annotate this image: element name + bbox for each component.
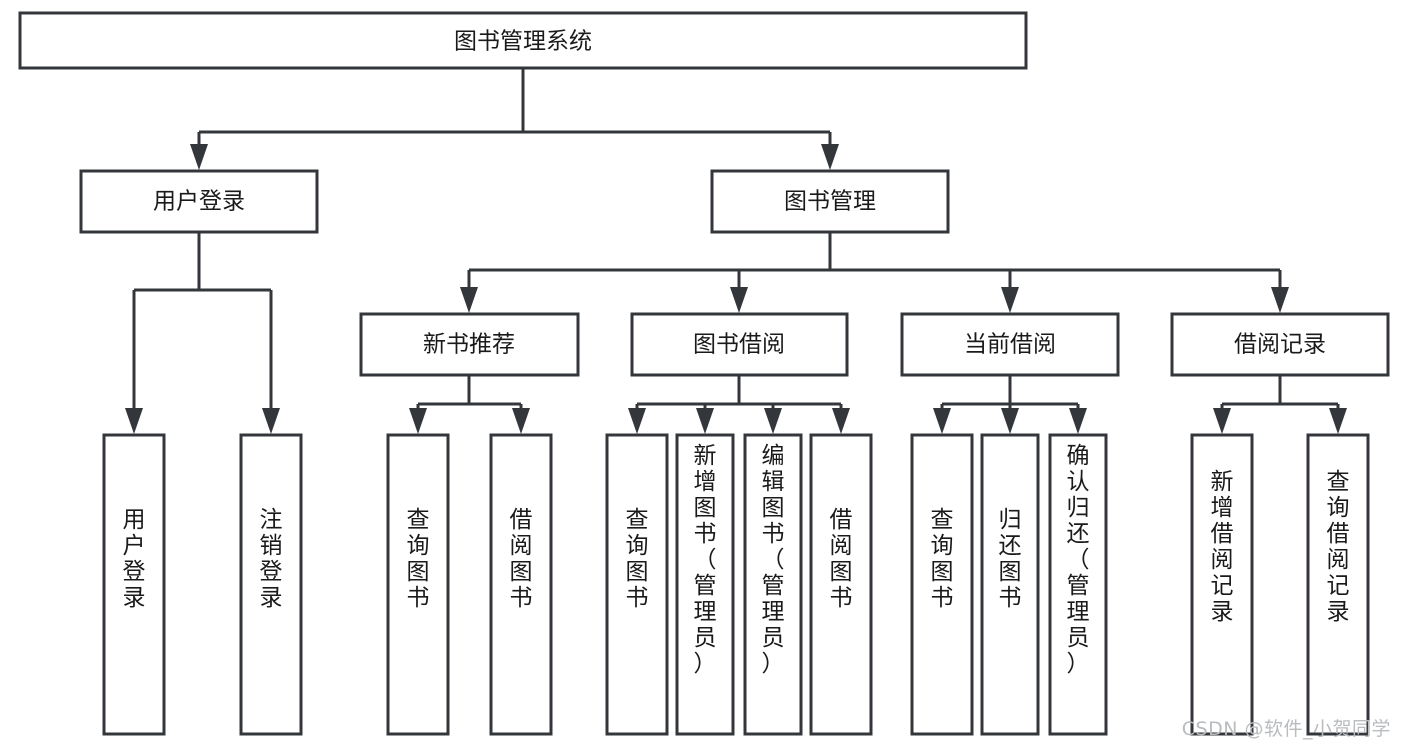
connector-group-borrow-record — [1213, 375, 1347, 434]
node-leaf-add-book-label: 新增图书（管理员） — [694, 443, 717, 677]
arrow-head-leaf-borrow-book-2 — [832, 408, 850, 434]
arrow-head-leaf-return-book — [1001, 408, 1019, 434]
arrow-head-leaf-borrow-book-1 — [512, 408, 530, 434]
node-leaf-borrow-book-2-label: 借阅图书 — [830, 507, 853, 611]
connector-group-new-book-recommend — [409, 375, 530, 434]
node-leaf-confirm-return[interactable]: 确认归还（管理员） — [1048, 433, 1108, 736]
arrow-head-leaf-query-book-1 — [409, 408, 427, 434]
node-borrow-record[interactable]: 借阅记录 — [1170, 312, 1390, 377]
node-leaf-return-book-box[interactable] — [980, 433, 1040, 736]
node-leaf-add-book[interactable]: 新增图书（管理员） — [675, 433, 735, 736]
arrow-head-leaf-logout-login — [262, 408, 280, 434]
node-leaf-borrow-book-1-box[interactable] — [489, 433, 553, 736]
node-leaf-user-login-label: 用户登录 — [123, 507, 146, 611]
node-leaf-query-book-3-label: 查询图书 — [931, 507, 954, 611]
node-leaf-query-book-2-label: 查询图书 — [626, 507, 649, 611]
node-leaf-user-login-box[interactable] — [102, 433, 166, 736]
connector-group-current-borrow — [933, 375, 1087, 434]
node-leaf-user-login[interactable]: 用户登录 — [102, 433, 166, 736]
arrow-head-leaf-add-book — [696, 408, 714, 434]
node-leaf-edit-book[interactable]: 编辑图书（管理员） — [743, 433, 803, 736]
arrow-head-current-borrow — [1001, 287, 1019, 313]
node-new-book-recommend-label: 新书推荐 — [423, 332, 515, 358]
node-book-management-box[interactable] — [710, 169, 950, 234]
node-current-borrow-label: 当前借阅 — [964, 332, 1056, 358]
node-user-login-label: 用户登录 — [153, 189, 245, 215]
arrow-head-leaf-edit-book — [764, 408, 782, 434]
node-root-label: 图书管理系统 — [454, 29, 592, 55]
arrow-head-book-management — [821, 144, 839, 170]
arrow-head-leaf-query-record — [1329, 408, 1347, 434]
node-leaf-query-book-2[interactable]: 查询图书 — [605, 433, 669, 736]
node-current-borrow-box[interactable] — [900, 312, 1120, 377]
node-borrow-record-box[interactable] — [1170, 312, 1390, 377]
node-leaf-edit-book-box[interactable] — [743, 433, 803, 736]
node-user-login-box[interactable] — [79, 169, 319, 234]
node-leaf-borrow-book-1[interactable]: 借阅图书 — [489, 433, 553, 736]
node-leaf-add-book-box[interactable] — [675, 433, 735, 736]
node-root-box[interactable] — [18, 11, 1028, 70]
node-user-login[interactable]: 用户登录 — [79, 169, 319, 234]
node-book-management-label: 图书管理 — [784, 189, 876, 215]
connector-group-book-management — [460, 232, 1289, 313]
node-leaf-add-record-box[interactable] — [1190, 433, 1254, 736]
node-leaf-query-record-box[interactable] — [1306, 433, 1370, 736]
node-root[interactable]: 图书管理系统 — [18, 11, 1028, 70]
node-borrow-record-label: 借阅记录 — [1234, 332, 1326, 358]
node-leaf-query-book-1-box[interactable] — [386, 433, 450, 736]
node-leaf-confirm-return-box[interactable] — [1048, 433, 1108, 736]
connector-group-user-login — [125, 232, 280, 434]
arrow-head-new-book-recommend — [460, 287, 478, 313]
node-new-book-recommend[interactable]: 新书推荐 — [359, 312, 580, 377]
node-leaf-return-book-label: 归还图书 — [999, 507, 1022, 611]
arrow-head-leaf-query-book-3 — [933, 408, 951, 434]
node-leaf-edit-book-label: 编辑图书（管理员） — [762, 443, 785, 677]
node-leaf-borrow-book-2-box[interactable] — [809, 433, 873, 736]
arrow-head-borrow-record — [1271, 287, 1289, 313]
node-current-borrow[interactable]: 当前借阅 — [900, 312, 1120, 377]
node-leaf-query-book-2-box[interactable] — [605, 433, 669, 736]
node-leaf-borrow-book-1-label: 借阅图书 — [510, 507, 533, 611]
node-new-book-recommend-box[interactable] — [359, 312, 580, 377]
arrow-head-leaf-add-record — [1213, 408, 1231, 434]
arrow-head-leaf-user-login — [125, 408, 143, 434]
node-leaf-add-record-label: 新增借阅记录 — [1211, 469, 1234, 625]
node-leaf-logout-login[interactable]: 注销登录 — [239, 433, 303, 736]
arrow-head-leaf-confirm-return — [1069, 408, 1087, 434]
node-book-borrow-box[interactable] — [630, 312, 849, 377]
node-leaf-query-book-1-label: 查询图书 — [407, 507, 430, 611]
node-leaf-logout-login-label: 注销登录 — [260, 507, 283, 611]
node-book-borrow-label: 图书借阅 — [693, 332, 785, 358]
arrow-head-book-borrow — [730, 287, 748, 313]
node-leaf-query-book-3-box[interactable] — [910, 433, 974, 736]
node-leaf-add-record[interactable]: 新增借阅记录 — [1190, 433, 1254, 736]
arrow-head-user-login — [190, 144, 208, 170]
node-book-borrow[interactable]: 图书借阅 — [630, 312, 849, 377]
node-leaf-query-book-3[interactable]: 查询图书 — [910, 433, 974, 736]
node-leaf-query-record[interactable]: 查询借阅记录 — [1306, 433, 1370, 736]
node-leaf-borrow-book-2[interactable]: 借阅图书 — [809, 433, 873, 736]
arrow-head-leaf-query-book-2 — [628, 408, 646, 434]
node-leaf-confirm-return-label: 确认归还（管理员） — [1067, 443, 1090, 677]
node-leaf-query-record-label: 查询借阅记录 — [1327, 469, 1350, 625]
node-leaf-logout-login-box[interactable] — [239, 433, 303, 736]
node-leaf-query-book-1[interactable]: 查询图书 — [386, 433, 450, 736]
node-book-management[interactable]: 图书管理 — [710, 169, 950, 234]
connector-group-book-borrow — [628, 375, 850, 434]
node-leaf-return-book[interactable]: 归还图书 — [980, 433, 1040, 736]
connector-group-root — [190, 68, 839, 170]
